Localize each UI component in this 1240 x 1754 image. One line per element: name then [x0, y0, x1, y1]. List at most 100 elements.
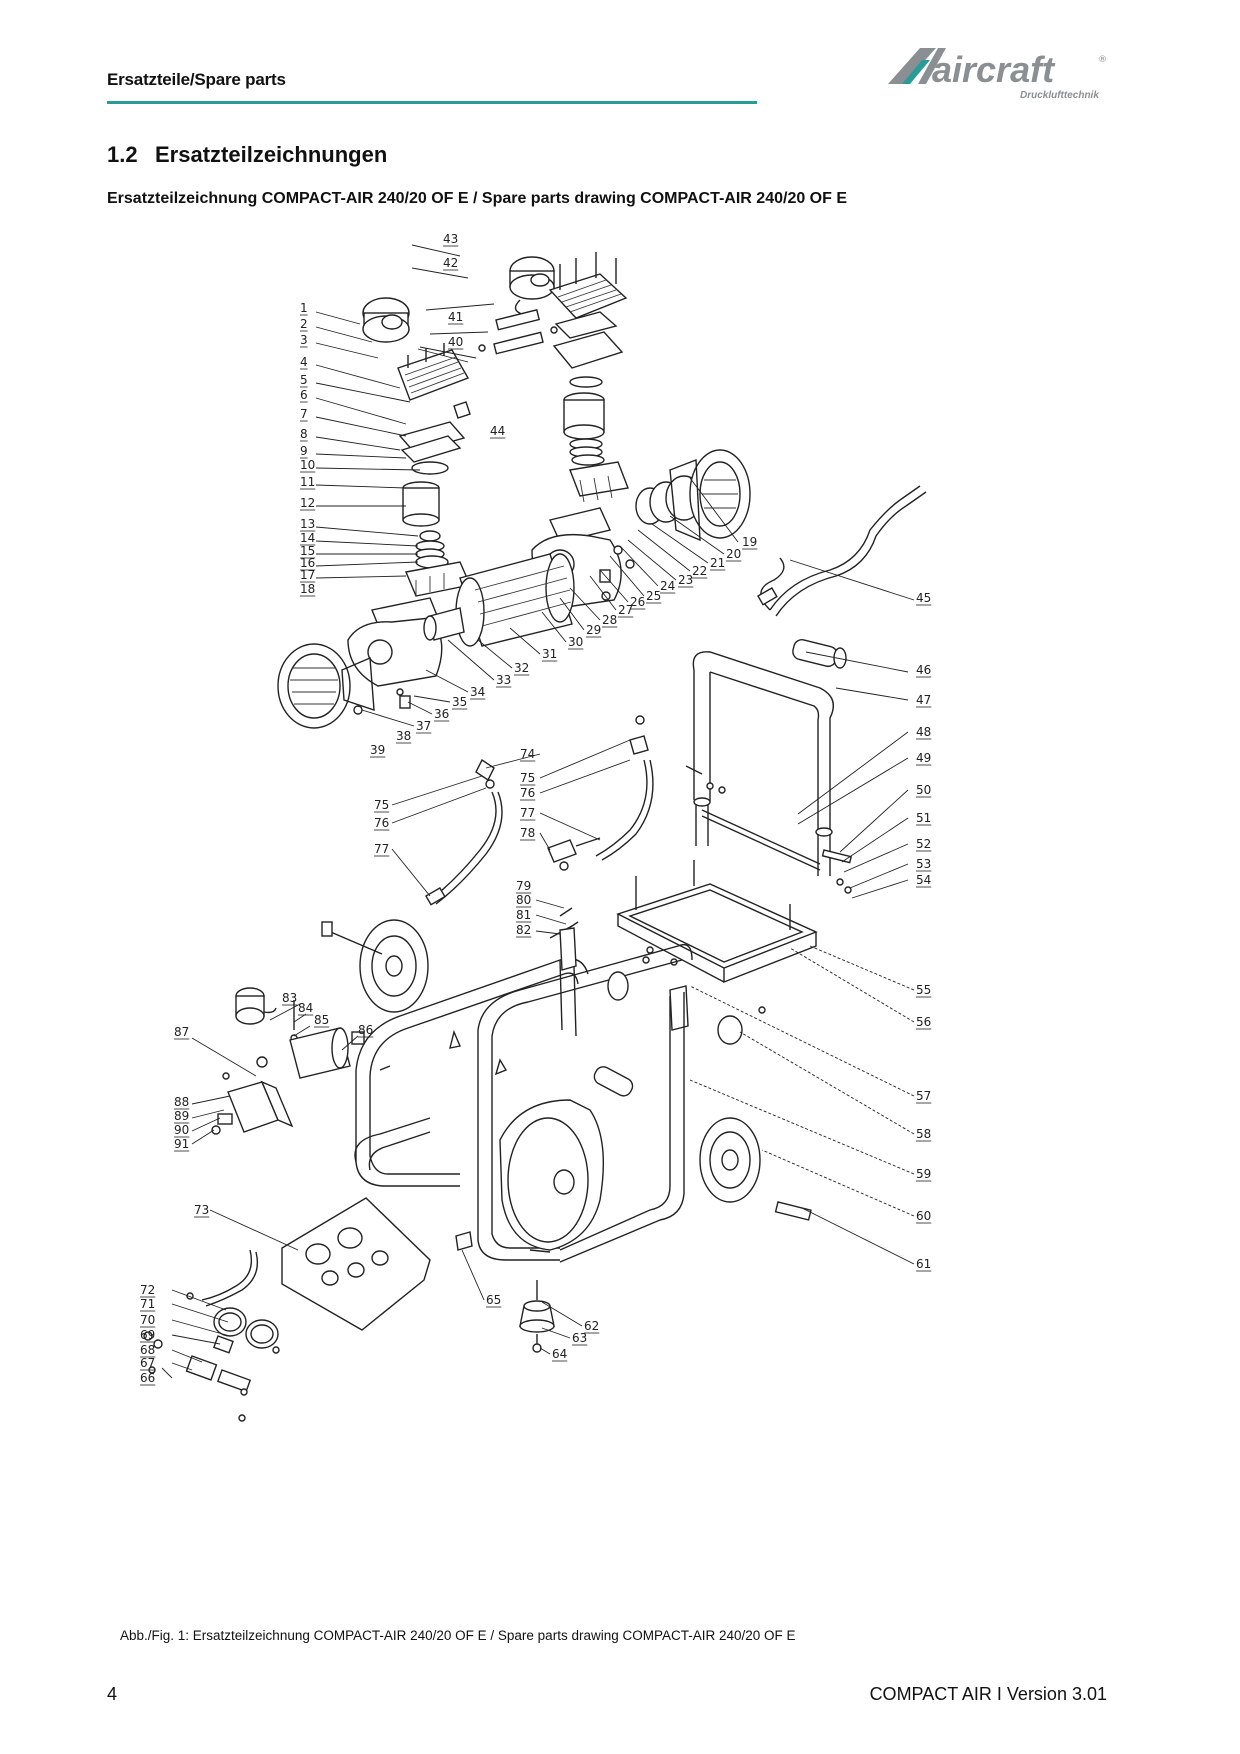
part-label-15: 15: [300, 544, 315, 558]
part-label-90: 90: [174, 1123, 189, 1137]
part-label-85: 85: [314, 1013, 329, 1027]
part-label-6: 6: [300, 388, 308, 402]
part-label-53: 53: [916, 857, 931, 871]
part-label-56: 56: [916, 1015, 931, 1029]
part-label-17: 17: [300, 568, 315, 582]
part-label-49: 49: [916, 751, 931, 765]
part-label-8: 8: [300, 427, 308, 441]
svg-text:aircraft: aircraft: [932, 49, 1056, 90]
leader-lines: [161, 244, 915, 1379]
part-label-18: 18: [300, 582, 315, 596]
part-label-46: 46: [916, 663, 931, 677]
part-label-66: 66: [140, 1371, 155, 1385]
handle-illustration: [685, 638, 853, 894]
part-label-60: 60: [916, 1209, 931, 1223]
part-label-26: 26: [630, 595, 645, 609]
part-label-41: 41: [448, 310, 463, 324]
part-label-43: 43: [443, 232, 458, 246]
part-label-16: 16: [300, 556, 315, 570]
logo-tagline: Drucklufttechnik: [1020, 90, 1099, 101]
part-label-70: 70: [140, 1313, 155, 1327]
part-label-87: 87: [174, 1025, 189, 1039]
part-label-3: 3: [300, 333, 308, 347]
part-label-34: 34: [470, 685, 485, 699]
part-label-44: 44: [490, 424, 505, 438]
part-label-89: 89: [174, 1109, 189, 1123]
part-label-79: 79: [516, 879, 531, 893]
part-label-33: 33: [496, 673, 511, 687]
part-label-64: 64: [552, 1347, 567, 1361]
part-label-75: 75: [520, 771, 535, 785]
power-cord-illustration: [757, 485, 927, 617]
header-title: Ersatzteile/Spare parts: [107, 70, 286, 89]
part-label-29: 29: [586, 623, 601, 637]
part-label-78: 78: [520, 826, 535, 840]
part-label-22: 22: [692, 564, 707, 578]
section-title: Ersatzteilzeichnungen: [155, 142, 388, 167]
part-label-86: 86: [358, 1023, 373, 1037]
part-label-55: 55: [916, 983, 931, 997]
part-label-84: 84: [298, 1001, 313, 1015]
registered-mark: ®: [1098, 55, 1107, 65]
part-label-81: 81: [516, 908, 531, 922]
part-label-4: 4: [300, 355, 308, 369]
drawing-subtitle: Ersatzteilzeichnung COMPACT-AIR 240/20 O…: [107, 190, 848, 207]
part-label-32: 32: [514, 661, 529, 675]
part-label-50: 50: [916, 783, 931, 797]
gauge-panel-illustration: [143, 1197, 431, 1422]
part-label-68: 68: [140, 1343, 155, 1357]
part-label-69: 69: [140, 1328, 155, 1342]
exploded-view-svg: 43 42 41 40 44 1 2 3 4 5 6 7 8 9 10 11 1…: [140, 232, 932, 1422]
part-label-20: 20: [726, 547, 741, 561]
compressor-pump-illustration: [277, 252, 751, 729]
section-heading: 1.2 Ersatzteilzeichnungen: [107, 142, 387, 168]
part-label-58: 58: [916, 1127, 931, 1141]
part-label-7: 7: [300, 407, 308, 421]
part-label-71: 71: [140, 1297, 155, 1311]
part-label-76: 76: [520, 786, 535, 800]
section-number: 1.2: [107, 142, 138, 167]
part-label-30: 30: [568, 635, 583, 649]
part-label-73: 73: [194, 1203, 209, 1217]
part-label-38: 38: [396, 729, 411, 743]
part-label-24: 24: [660, 579, 675, 593]
part-label-61: 61: [916, 1257, 931, 1271]
aircraft-logo-icon: aircraft ® Drucklufttechnik: [888, 48, 1107, 101]
part-label-11: 11: [300, 475, 315, 489]
part-label-40: 40: [448, 335, 463, 349]
part-label-25: 25: [646, 589, 661, 603]
header-divider: [107, 101, 757, 104]
part-label-54: 54: [916, 873, 931, 887]
part-label-1: 1: [300, 301, 308, 315]
part-label-67: 67: [140, 1356, 155, 1370]
part-label-10: 10: [300, 458, 315, 472]
part-label-37: 37: [416, 719, 431, 733]
part-label-57: 57: [916, 1089, 931, 1103]
part-label-9: 9: [300, 444, 308, 458]
part-label-39: 39: [370, 743, 385, 757]
part-label-75-left: 75: [374, 798, 389, 812]
part-label-27: 27: [618, 603, 633, 617]
part-label-47: 47: [916, 693, 931, 707]
spare-parts-drawing: 43 42 41 40 44 1 2 3 4 5 6 7 8 9 10 11 1…: [130, 232, 1090, 1620]
part-label-48: 48: [916, 725, 931, 739]
part-label-21: 21: [710, 556, 725, 570]
part-label-12: 12: [300, 496, 315, 510]
document-version: COMPACT AIR I Version 3.01: [869, 1684, 1107, 1704]
part-label-2: 2: [300, 317, 308, 331]
part-label-28: 28: [602, 613, 617, 627]
part-label-59: 59: [916, 1167, 931, 1181]
part-label-51: 51: [916, 811, 931, 825]
part-label-82: 82: [516, 923, 531, 937]
part-label-62: 62: [584, 1319, 599, 1333]
part-label-63: 63: [572, 1331, 587, 1345]
part-label-31: 31: [542, 647, 557, 661]
cover-plate-illustration: [616, 860, 818, 984]
part-label-77: 77: [520, 806, 535, 820]
part-label-45: 45: [916, 591, 931, 605]
part-label-88: 88: [174, 1095, 189, 1109]
part-label-77-left: 77: [374, 842, 389, 856]
brand-logo: aircraft ® Drucklufttechnik: [880, 46, 1120, 112]
part-label-42: 42: [443, 256, 458, 270]
figure-caption: Abb./Fig. 1: Ersatzteilzeichnung COMPACT…: [120, 1628, 796, 1643]
